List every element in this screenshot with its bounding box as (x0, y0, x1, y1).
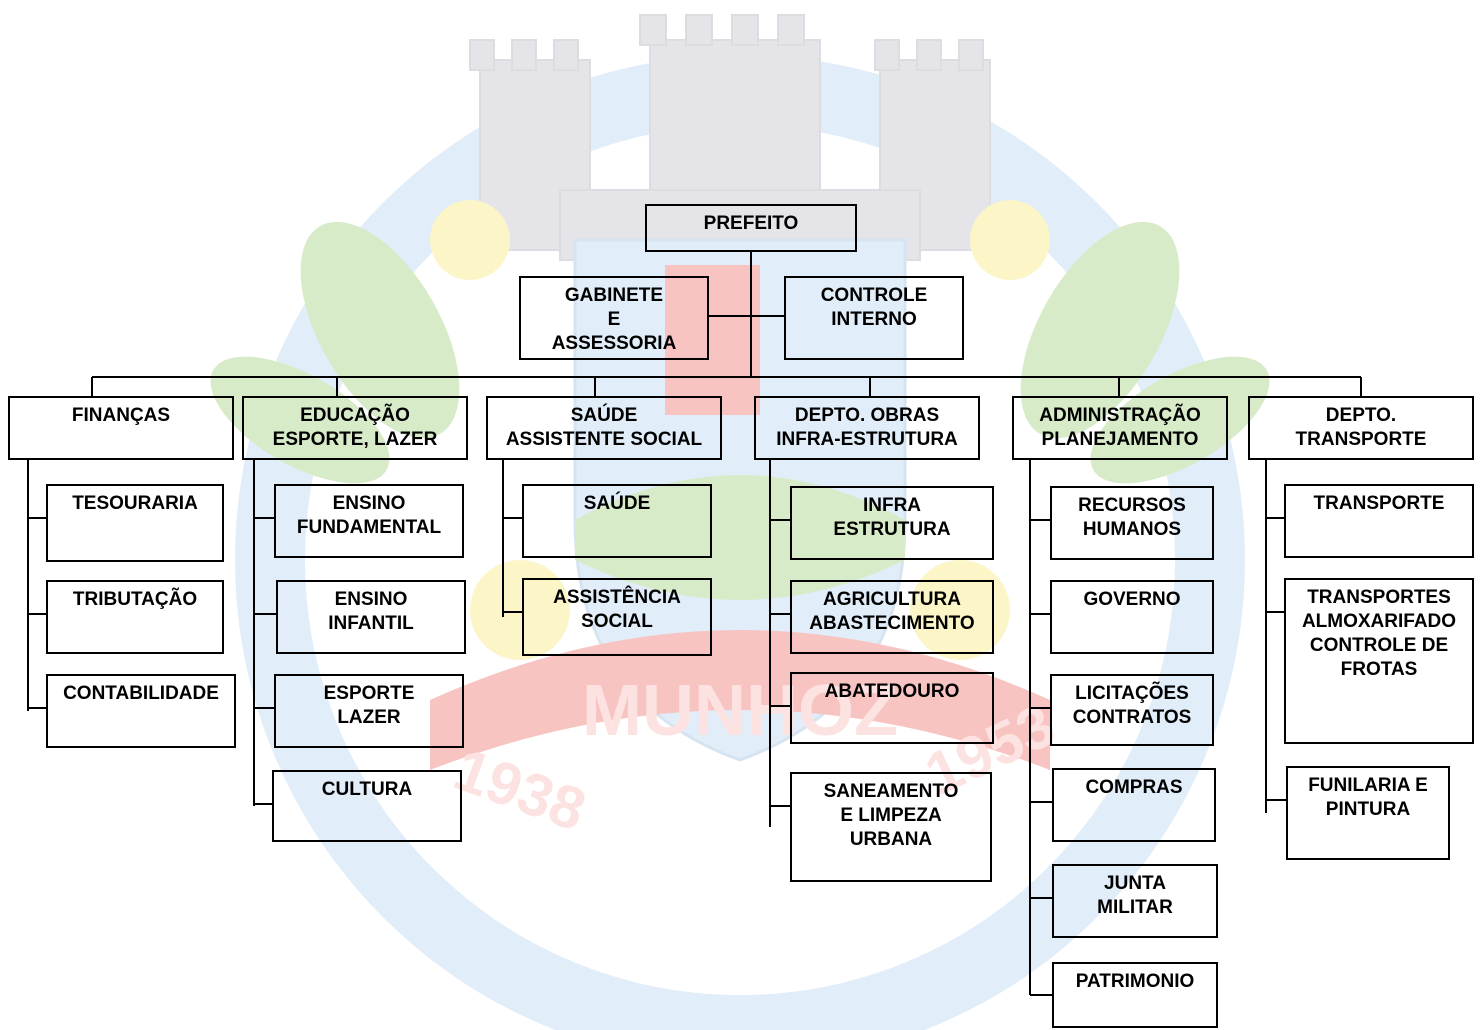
unit-label: ESPORTE LAZER (323, 683, 415, 728)
unit-box-esporte-lazer: ESPORTE LAZER (274, 674, 464, 748)
flower-icon (430, 200, 1050, 660)
leaf-branches-icon (210, 221, 1270, 484)
crest-banner-text: MUNHOZ (582, 671, 898, 751)
unit-label: TRIBUTAÇÃO (72, 589, 198, 610)
unit-label: CULTURA (321, 779, 413, 800)
department-label: DEPTO. OBRAS INFRA-ESTRUTURA (776, 405, 958, 450)
unit-label: ENSINO FUNDAMENTAL (296, 493, 442, 538)
unit-box-recursos-humanos: RECURSOS HUMANOS (1050, 486, 1214, 560)
unit-label: ENSINO INFANTIL (328, 589, 414, 634)
shield-red-field (665, 265, 760, 415)
department-box-educacao: EDUCAÇÃO ESPORTE, LAZER (242, 396, 468, 460)
unit-box-infra-estrutura: INFRA ESTRUTURA (790, 486, 994, 560)
unit-label: PATRIMONIO (1075, 971, 1195, 992)
staff-label: GABINETE E ASSESSORIA (551, 285, 677, 354)
unit-label: SANEAMENTO E LIMPEZA URBANA (823, 781, 959, 850)
shield-icon (573, 238, 907, 762)
unit-label: JUNTA MILITAR (1097, 873, 1173, 918)
unit-label: INFRA ESTRUTURA (833, 495, 951, 540)
department-label: SAÚDE ASSISTENTE SOCIAL (505, 405, 703, 450)
unit-box-agricultura: AGRICULTURA ABASTECIMENTO (790, 580, 994, 654)
department-box-administracao: ADMINISTRAÇÃO PLANEJAMENTO (1012, 396, 1228, 460)
unit-box-junta-militar: JUNTA MILITAR (1052, 864, 1218, 938)
department-label: ADMINISTRAÇÃO PLANEJAMENTO (1039, 405, 1201, 450)
unit-box-transporte: TRANSPORTE (1284, 484, 1474, 558)
unit-box-licitacoes: LICITAÇÕES CONTRATOS (1050, 674, 1214, 746)
unit-box-assistencia-social: ASSISTÊNCIA SOCIAL (522, 578, 712, 656)
unit-box-patrimonio: PATRIMONIO (1052, 962, 1218, 1028)
crest-banner (430, 630, 1050, 770)
department-label: DEPTO. TRANSPORTE (1295, 405, 1427, 450)
unit-box-almoxarifado: TRANSPORTES ALMOXARIFADO CONTROLE DE FRO… (1284, 578, 1474, 744)
unit-box-tributacao: TRIBUTAÇÃO (46, 580, 224, 654)
unit-label: CONTABILIDADE (63, 683, 219, 704)
unit-label: RECURSOS HUMANOS (1078, 495, 1186, 540)
unit-box-saude: SAÚDE (522, 484, 712, 558)
unit-label: SAÚDE (583, 493, 651, 514)
unit-box-tesouraria: TESOURARIA (46, 484, 224, 562)
unit-label: TRANSPORTE (1313, 493, 1445, 514)
unit-box-saneamento: SANEAMENTO E LIMPEZA URBANA (790, 772, 992, 882)
staff-label: CONTROLE INTERNO (820, 285, 928, 330)
unit-label: AGRICULTURA ABASTECIMENTO (809, 589, 975, 634)
department-box-financas: FINANÇAS (8, 396, 234, 460)
department-box-obras: DEPTO. OBRAS INFRA-ESTRUTURA (754, 396, 980, 460)
unit-label: ASSISTÊNCIA SOCIAL (553, 587, 681, 632)
castle-crown-icon (469, 14, 991, 261)
unit-box-contabilidade: CONTABILIDADE (46, 674, 236, 748)
unit-label: FUNILARIA E PINTURA (1308, 775, 1428, 820)
unit-box-abatedouro: ABATEDOURO (790, 672, 994, 744)
department-label: FINANÇAS (71, 405, 171, 426)
unit-label: ABATEDOURO (824, 681, 960, 702)
crest-ring (235, 55, 1245, 1030)
unit-label: COMPRAS (1085, 777, 1183, 798)
staff-box-controle-interno: CONTROLE INTERNO (784, 276, 964, 360)
staff-box-gabinete: GABINETE E ASSESSORIA (519, 276, 709, 360)
root-box-prefeito: PREFEITO (645, 204, 857, 252)
shield-hill (575, 475, 905, 600)
unit-box-funilaria: FUNILARIA E PINTURA (1286, 766, 1450, 860)
unit-box-compras: COMPRAS (1052, 768, 1216, 842)
unit-label: TESOURARIA (72, 493, 198, 514)
unit-label: GOVERNO (1083, 589, 1181, 610)
department-box-transporte: DEPTO. TRANSPORTE (1248, 396, 1474, 460)
unit-box-governo: GOVERNO (1050, 580, 1214, 654)
root-label: PREFEITO (703, 213, 799, 234)
unit-box-ensino-infantil: ENSINO INFANTIL (276, 580, 466, 654)
department-box-saude: SAÚDE ASSISTENTE SOCIAL (486, 396, 722, 460)
department-label: EDUCAÇÃO ESPORTE, LAZER (272, 405, 438, 450)
unit-box-ensino-fundamental: ENSINO FUNDAMENTAL (274, 484, 464, 558)
unit-label: LICITAÇÕES CONTRATOS (1072, 683, 1192, 728)
unit-label: TRANSPORTES ALMOXARIFADO CONTROLE DE FRO… (1301, 587, 1457, 680)
unit-box-cultura: CULTURA (272, 770, 462, 842)
